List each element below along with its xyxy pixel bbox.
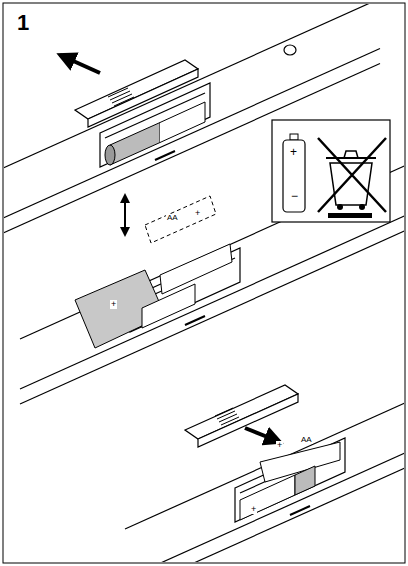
polarity-mark: + xyxy=(250,505,257,514)
step-number: 1 xyxy=(16,12,30,34)
weee-icon xyxy=(272,120,390,222)
polarity-mark: + xyxy=(289,146,298,158)
polarity-mark: + xyxy=(110,300,117,309)
battery-type: AA xyxy=(166,214,179,222)
battery-type: AA xyxy=(300,436,313,444)
polarity-mark: + xyxy=(276,441,283,450)
polarity-mark: − xyxy=(290,190,299,202)
polarity-mark: + xyxy=(194,209,201,218)
